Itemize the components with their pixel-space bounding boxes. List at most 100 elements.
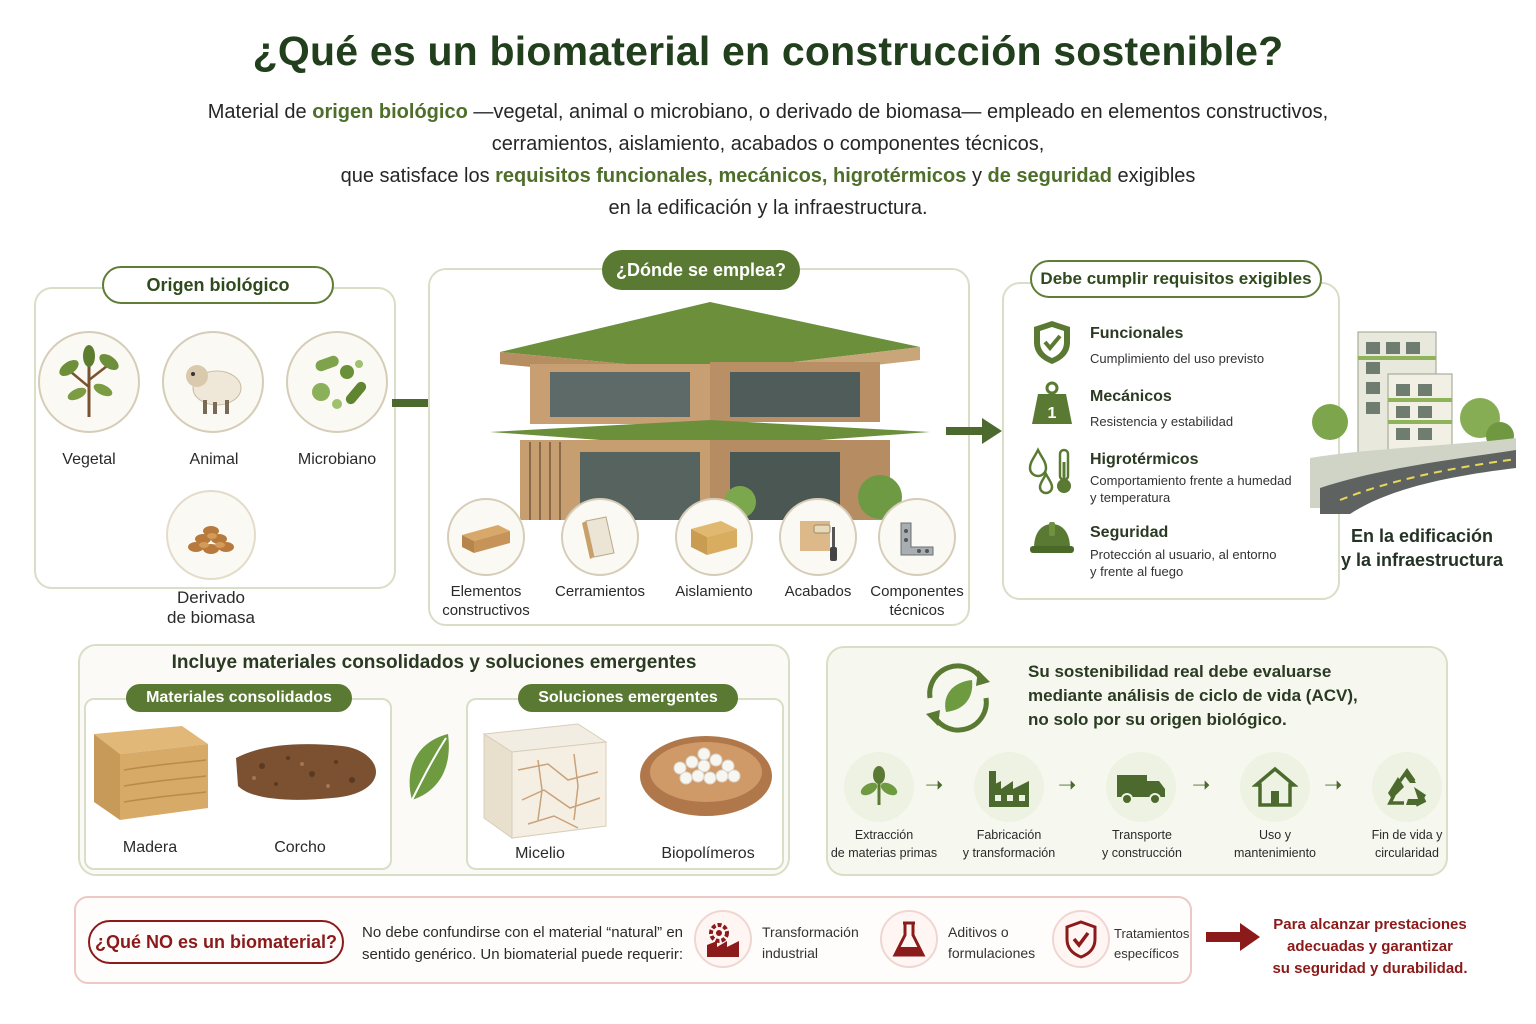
lca-label-4: Fin de vida y circularidad [1354,826,1460,862]
lca-label-1: Fabricación y transformación [950,826,1068,862]
sheep-icon [162,331,264,433]
usage-label-componentes: Componentes técnicos [862,582,972,620]
lca-label-3a: Uso y [1259,828,1291,842]
not-bio-text-l2: sentido genérico. Un biomaterial puede r… [362,946,684,963]
not-bio-panel [74,896,1192,984]
not-bio-item-2a: Tratamientos [1114,926,1190,941]
usage-l2-0: constructivos [442,602,530,619]
requirements-heading: Debe cumplir requisitos exigibles [1030,260,1322,298]
acabados-icon [779,498,857,576]
req-desc-3a: Protección al usuario, al entorno [1090,547,1277,562]
lca-label-4a: Fin de vida y [1371,828,1443,842]
lca-step-fin [1372,752,1442,822]
not-bio-text: No debe confundirse con el material “nat… [362,922,683,966]
lca-label-0: Extracción de materias primas [826,826,942,862]
req-desc-1: Resistencia y estabilidad [1090,414,1234,429]
lca-label-2a: Transporte [1112,828,1172,842]
not-bio-item-1: Aditivos o formulaciones [948,922,1035,964]
req-desc-2: Comportamiento frente a humedad y temper… [1090,472,1292,506]
infra-caption: En la edificación y la infraestructura [1322,524,1522,572]
lca-step-uso [1240,752,1310,822]
lca-step-extraccion [844,752,914,822]
usage-label-aislamiento: Aislamiento [675,583,753,600]
req-title-1: Mecánicos [1090,388,1172,405]
origin-label-vegetal: Vegetal [62,451,116,468]
lca-arrow-3: ➝ [1192,772,1211,797]
not-bio-item-2: Tratamientos específicos [1114,924,1189,964]
industry-gear-icon [694,910,752,968]
lca-arrow-4: ➝ [1324,772,1343,797]
building-illustration [490,302,930,520]
not-bio-item-2b: específicos [1114,946,1180,961]
lca-label-2b: y construcción [1102,846,1182,860]
lca-label-2: Transporte y construcción [1084,826,1200,862]
lca-step-transporte [1106,752,1176,822]
intro-text: Material de origen biológico —vegetal, a… [140,96,1396,224]
lca-label-3: Uso y mantenimiento [1218,826,1332,862]
req-desc-2b: y temperatura [1090,490,1171,505]
not-bio-item-0b: industrial [762,945,819,961]
infra-caption-l1: En la edificación [1350,526,1494,546]
lca-label-1a: Fabricación [976,828,1042,842]
intro-l3c: y [966,165,988,187]
origin-heading: Origen biológico [102,266,334,304]
origin-label-microbiano: Microbiano [297,451,377,468]
not-bio-conclusion-l3: su seguridad y durabilidad. [1272,960,1468,977]
material-label-biopolimeros: Biopolímeros [661,845,755,862]
arrow-right-icon-2 [946,418,1002,444]
vegetal-icon [38,331,140,433]
svg-text:1: 1 [1048,405,1057,422]
biomass-l1: Derivado [176,588,246,607]
lca-l2: mediante análisis de ciclo de vida (ACV)… [1028,686,1358,705]
not-bio-conclusion: Para alcanzar prestaciones adecuadas y g… [1272,914,1468,980]
intro-l3d: de seguridad [987,165,1112,187]
req-desc-3b: y frente al fuego [1090,564,1184,579]
origin-label-biomasa: Derivado de biomasa [150,588,272,628]
infrastructure-illustration [1310,331,1516,514]
thermometer-drops-icon [1028,447,1071,495]
infra-caption-l2: y la infraestructura [1340,550,1504,570]
biopolimeros-image [640,736,772,816]
emerging-label: Soluciones emergentes [518,684,738,712]
not-bio-conclusion-l2: adecuadas y garantizar [1287,938,1453,955]
not-bio-item-1b: formulaciones [948,945,1036,961]
madera-image [94,726,208,820]
req-desc-0: Cumplimiento del uso previsto [1090,351,1265,366]
lca-label-0b: de materias primas [830,846,938,860]
lca-step-fabricacion [974,752,1044,822]
req-title-2: Higrotérmicos [1090,451,1199,468]
lca-label-0a: Extracción [854,828,914,842]
consolidated-label: Materiales consolidados [126,684,352,712]
lca-label-3b: mantenimiento [1234,846,1316,860]
corcho-image [236,744,376,800]
microbe-icon [286,331,388,433]
req-desc-2a: Comportamiento frente a humedad [1090,473,1292,488]
req-title-3: Seguridad [1090,524,1169,541]
shield-check-icon [1034,321,1070,364]
biomass-icon [166,490,256,580]
intro-l1b: origen biológico [312,101,468,123]
not-bio-item-0a: Transformación [762,924,859,940]
lca-label-4b: circularidad [1375,846,1439,860]
lca-l3: no solo por su origen biológico. [1028,710,1287,729]
leaf-icon [409,734,449,801]
material-label-madera: Madera [122,839,178,856]
cycle-leaf-icon [926,663,990,733]
intro-l3b: requisitos funcionales, mecánicos, higro… [495,165,967,187]
flask-icon [880,910,938,968]
arrow-right-red-icon [1206,923,1260,951]
not-bio-conclusion-l1: Para alcanzar prestaciones [1273,916,1467,933]
not-bio-item-0: Transformación industrial [762,922,859,964]
material-label-micelio: Micelio [515,845,565,862]
usage-label-cerramientos: Cerramientos [554,583,646,600]
req-title-0: Funcionales [1090,325,1184,342]
lca-text: Su sostenibilidad real debe evaluarse me… [1028,660,1358,732]
usage-l1-0: Elementos [450,583,522,600]
weight-icon: 1 [1032,381,1072,424]
lca-label-1b: y transformación [962,846,1056,860]
shield-red-icon [1052,910,1110,968]
page-title: ¿Qué es un biomaterial en construcción s… [252,28,1284,74]
usage-l1-4: Componentes [870,583,964,600]
intro-l3a: que satisface los [340,165,496,187]
aislamiento-icon [675,498,753,576]
